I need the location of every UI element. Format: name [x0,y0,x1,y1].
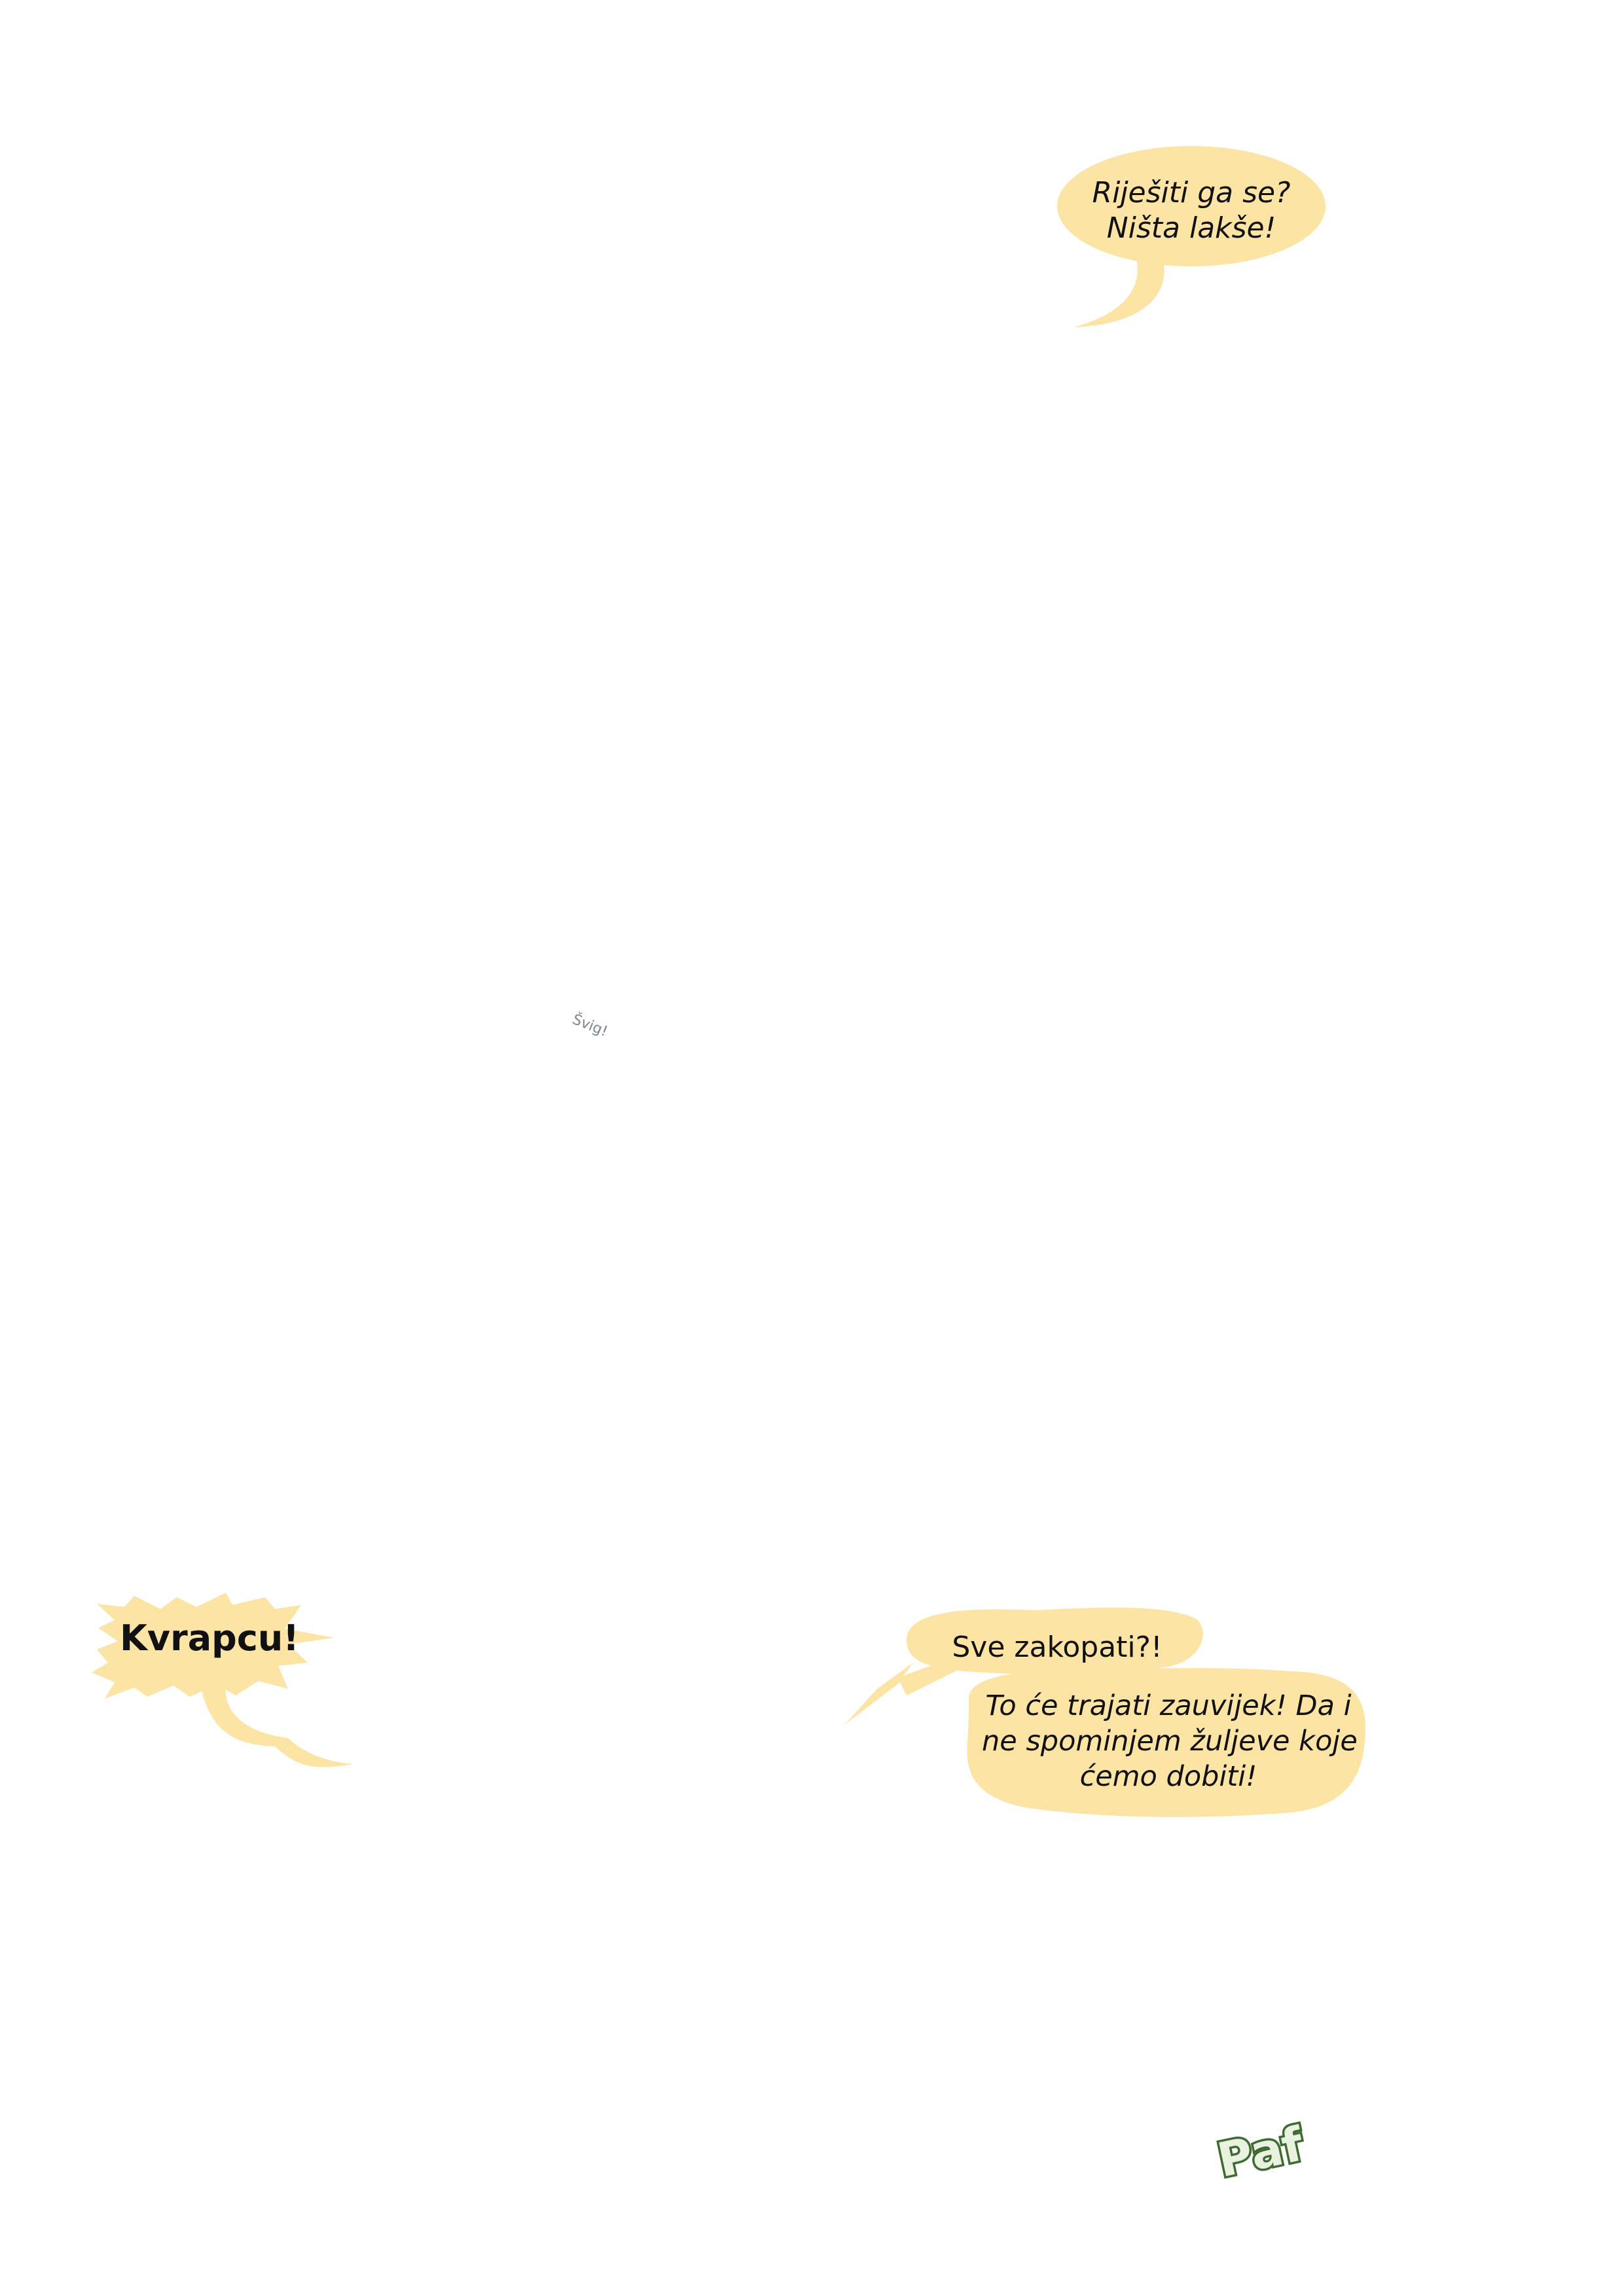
lower-large-bubble-line-1: To će trajati zauvijek! Da i [985,1689,1352,1722]
speech-bubble-top-right [1057,146,1326,327]
top-right-bubble-line-2: Ništa lakše! [1106,211,1276,245]
exclamation-text: Kvrapcu! [120,1617,299,1659]
speech-bubble-lower-large [967,1668,1366,1817]
top-right-bubble-line-1: Riješiti ga se? [1092,176,1291,209]
lower-large-bubble-line-3: ćemo dobiti! [1079,1760,1257,1793]
paf-text: Paf [1213,2116,1308,2188]
lower-large-bubble-line-2: ne spominjem žuljeve koje [982,1725,1358,1758]
paf-sound-effect-art: Paf [1210,2114,1310,2190]
speech-bubble-lower-small [844,1607,1203,1725]
exclamation-bubble [92,1593,353,1767]
lower-small-bubble-text: Sve zakopati?! [952,1631,1163,1664]
